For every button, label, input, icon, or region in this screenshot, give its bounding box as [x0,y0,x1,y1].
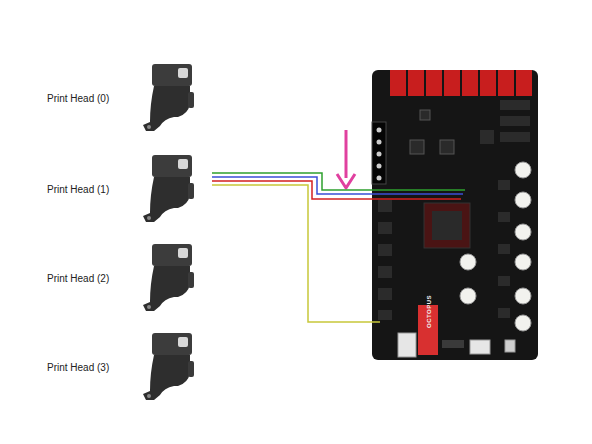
print-head-image [143,64,194,131]
screw-terminal [377,152,382,157]
head-label: Print Head (1) [47,184,109,195]
wire-trace [372,193,463,195]
pin-header [498,244,510,254]
pin-header [500,100,530,110]
head-label: Print Head (0) [47,93,109,104]
head-label: Print Head (2) [47,273,109,284]
power-terminal [390,70,532,96]
pointer-arrow [345,130,348,178]
print-head-image [143,244,194,311]
inductor [460,288,476,304]
usb-port [505,340,515,352]
pin-header [498,212,510,222]
print-head: Print Head (3) [40,333,212,401]
inductor [460,162,531,331]
controller-board [372,70,538,360]
pin-header [500,132,530,142]
wire [212,181,372,199]
power-terminal [390,70,406,96]
inductor [515,192,531,208]
wire-trace [372,321,380,323]
pin-header [378,288,392,300]
lcd-header [418,305,464,355]
print-head: Print Head (2) [40,244,212,312]
screw-terminal [377,164,382,169]
inductor [515,254,531,270]
mcu-chip [424,203,470,248]
usb-port [398,333,515,357]
controller-board: OCTOPUS [372,70,538,360]
power-terminal [408,70,424,96]
screw-terminal [372,122,386,184]
pin-header [480,130,494,144]
mcu-chip [432,211,462,240]
print-head: Print Head (1) [40,155,212,223]
screw-terminal [377,128,382,133]
wire-trace [372,190,465,322]
small-chip [420,110,430,120]
screw-terminal [372,122,386,184]
pin-header [378,244,392,256]
power-terminal [498,70,514,96]
wire-trace [372,198,461,200]
power-terminal [462,70,478,96]
small-chip [410,110,454,154]
usb-port [470,340,490,354]
inductor [515,288,531,304]
wire [212,185,372,322]
inductor [515,162,531,178]
pin-header [498,180,510,190]
screw-terminal [377,176,382,181]
pin-header [498,276,510,286]
power-terminal [426,70,442,96]
pin-header [378,200,392,212]
board-name: OCTOPUS [426,295,432,328]
pin-header [378,222,392,234]
small-chip [410,140,424,154]
print-head: Print Head (0) [40,64,212,132]
lcd-header [442,340,464,348]
screw-terminal [377,140,382,145]
power-terminal [480,70,496,96]
inductor [515,224,531,240]
pin-header [378,310,392,320]
usb-port [398,333,416,357]
pin-header [378,100,530,320]
pointer-arrow [337,174,355,188]
print-head-image [143,64,194,400]
print-head-image [143,155,194,222]
pin-header [498,308,510,318]
small-chip [440,140,454,154]
pointer-arrow [337,130,355,188]
mcu-chip [424,203,470,248]
pin-header [378,266,392,278]
wire-trace [372,189,465,191]
inductor [515,315,531,331]
head-label: Print Head (3) [47,362,109,373]
inductor [460,254,476,270]
pin-header [500,116,530,126]
print-head-image [143,333,194,400]
power-terminal [516,70,532,96]
power-terminal [444,70,460,96]
controller-board [372,70,538,360]
